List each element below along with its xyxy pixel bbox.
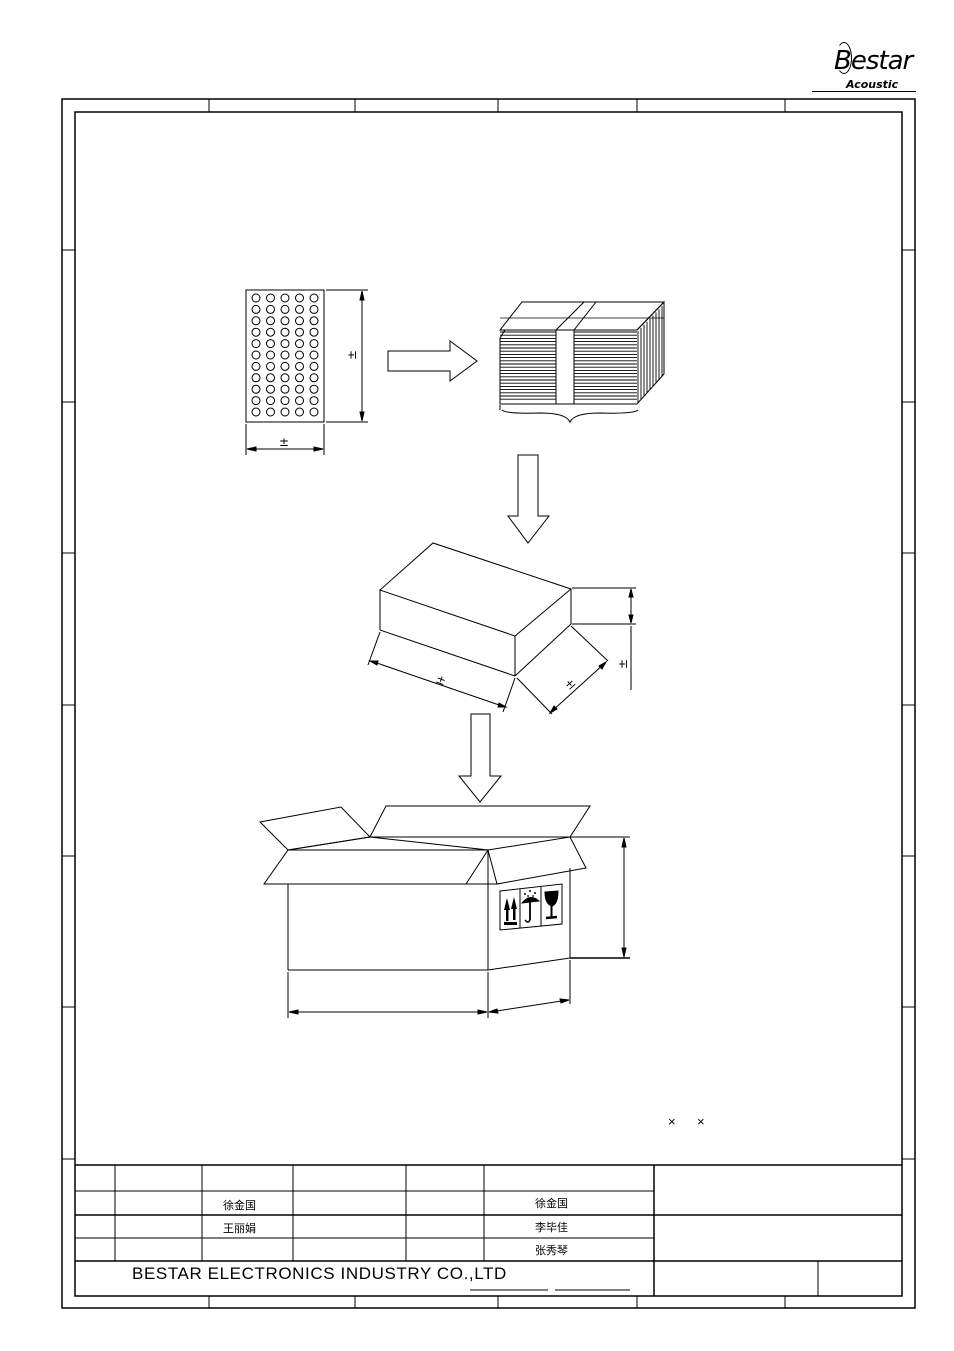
tray-hole xyxy=(266,373,275,383)
tray-holes xyxy=(251,293,319,417)
tray-hole xyxy=(295,304,304,314)
tray-hole xyxy=(280,339,290,349)
tray-hole xyxy=(280,304,290,314)
logo-sub-text: Acoustic xyxy=(846,78,899,91)
inner-box xyxy=(379,542,573,677)
tray-stack xyxy=(498,301,666,424)
tray-hole xyxy=(309,339,319,349)
inner-box-height-tolerance: ± xyxy=(616,658,631,670)
tray-hole xyxy=(295,373,304,383)
tray-hole xyxy=(309,384,319,394)
tray-hole xyxy=(251,350,261,360)
tray-hole xyxy=(309,293,319,303)
tray-hole xyxy=(266,407,275,417)
tray-hole xyxy=(295,316,304,326)
bestar-logo: Bestar Acoustic xyxy=(812,38,922,96)
zone-ticks xyxy=(62,99,915,1308)
tray-hole xyxy=(280,361,290,371)
tray-hole xyxy=(309,327,319,337)
arrow-down-2 xyxy=(457,713,503,803)
carton xyxy=(258,805,591,971)
carton-dimensions xyxy=(287,836,630,1018)
tray-hole xyxy=(266,293,275,303)
tray-hole xyxy=(266,316,275,326)
tray-hole xyxy=(280,384,290,394)
checked-by-name: 王丽娟 xyxy=(223,1222,256,1235)
tray-hole xyxy=(309,350,319,360)
tray-hole xyxy=(266,339,275,349)
tray-hole xyxy=(295,384,304,394)
tray-width-dimension xyxy=(245,424,325,455)
tray-hole xyxy=(280,293,290,303)
inner-box-dimensions xyxy=(367,587,636,715)
tray-hole xyxy=(309,361,319,371)
arrow-down-1 xyxy=(507,454,551,544)
logo-underline xyxy=(812,91,916,92)
tray-hole xyxy=(295,396,304,406)
this-side-up-icon xyxy=(504,897,517,925)
carton-size-times-2: × xyxy=(697,1114,705,1129)
tray-hole xyxy=(280,407,290,417)
tray-hole xyxy=(280,373,290,383)
tray-hole xyxy=(266,361,275,371)
tray-hole xyxy=(251,384,261,394)
reviewed-by-name: 李毕佳 xyxy=(535,1221,568,1234)
tray xyxy=(245,289,325,423)
tray-hole xyxy=(280,327,290,337)
tray-hole xyxy=(251,339,261,349)
tray-hole xyxy=(295,350,304,360)
tray-hole xyxy=(251,327,261,337)
tray-hole xyxy=(251,373,261,383)
tray-width-tolerance: ± xyxy=(279,435,290,449)
tray-hole xyxy=(295,327,304,337)
tray-hole xyxy=(309,316,319,326)
tray-hole xyxy=(266,384,275,394)
tray-hole xyxy=(309,304,319,314)
tray-hole xyxy=(266,327,275,337)
title-block xyxy=(75,1164,902,1296)
tray-hole xyxy=(295,339,304,349)
tray-hole xyxy=(280,396,290,406)
tray-hole xyxy=(295,361,304,371)
tray-hole xyxy=(295,293,304,303)
tray-hole xyxy=(251,293,261,303)
drawn-by-name: 徐金国 xyxy=(223,1199,256,1212)
tray-hole xyxy=(266,396,275,406)
tray-hole xyxy=(280,350,290,360)
tray-hole xyxy=(309,407,319,417)
tray-hole xyxy=(251,304,261,314)
carton-size-times-1: × xyxy=(668,1114,676,1129)
tray-hole xyxy=(251,396,261,406)
keep-dry-umbrella-icon xyxy=(520,890,541,923)
company-name: BESTAR ELECTRONICS INDUSTRY CO.,LTD xyxy=(132,1264,507,1283)
carton-handling-symbols xyxy=(499,883,563,931)
tray-height-tolerance: ± xyxy=(345,349,360,361)
fragile-glass-icon xyxy=(544,890,559,920)
tray-height-dimension xyxy=(326,289,368,423)
tray-hole xyxy=(266,304,275,314)
tray-hole xyxy=(251,407,261,417)
approved-by-name: 张秀琴 xyxy=(535,1244,568,1257)
tray-hole xyxy=(295,407,304,417)
tray-hole xyxy=(309,396,319,406)
tray-hole xyxy=(309,373,319,383)
outer-frame xyxy=(61,98,916,1309)
tray-hole xyxy=(251,361,261,371)
logo-swirl xyxy=(836,42,852,74)
logo-brand-text: Bestar xyxy=(834,46,913,76)
tray-hole xyxy=(251,316,261,326)
arrow-right xyxy=(387,340,478,382)
designed-by-name: 徐金国 xyxy=(535,1197,568,1210)
tray-hole xyxy=(266,350,275,360)
inner-frame xyxy=(74,111,903,1297)
tray-hole xyxy=(280,316,290,326)
